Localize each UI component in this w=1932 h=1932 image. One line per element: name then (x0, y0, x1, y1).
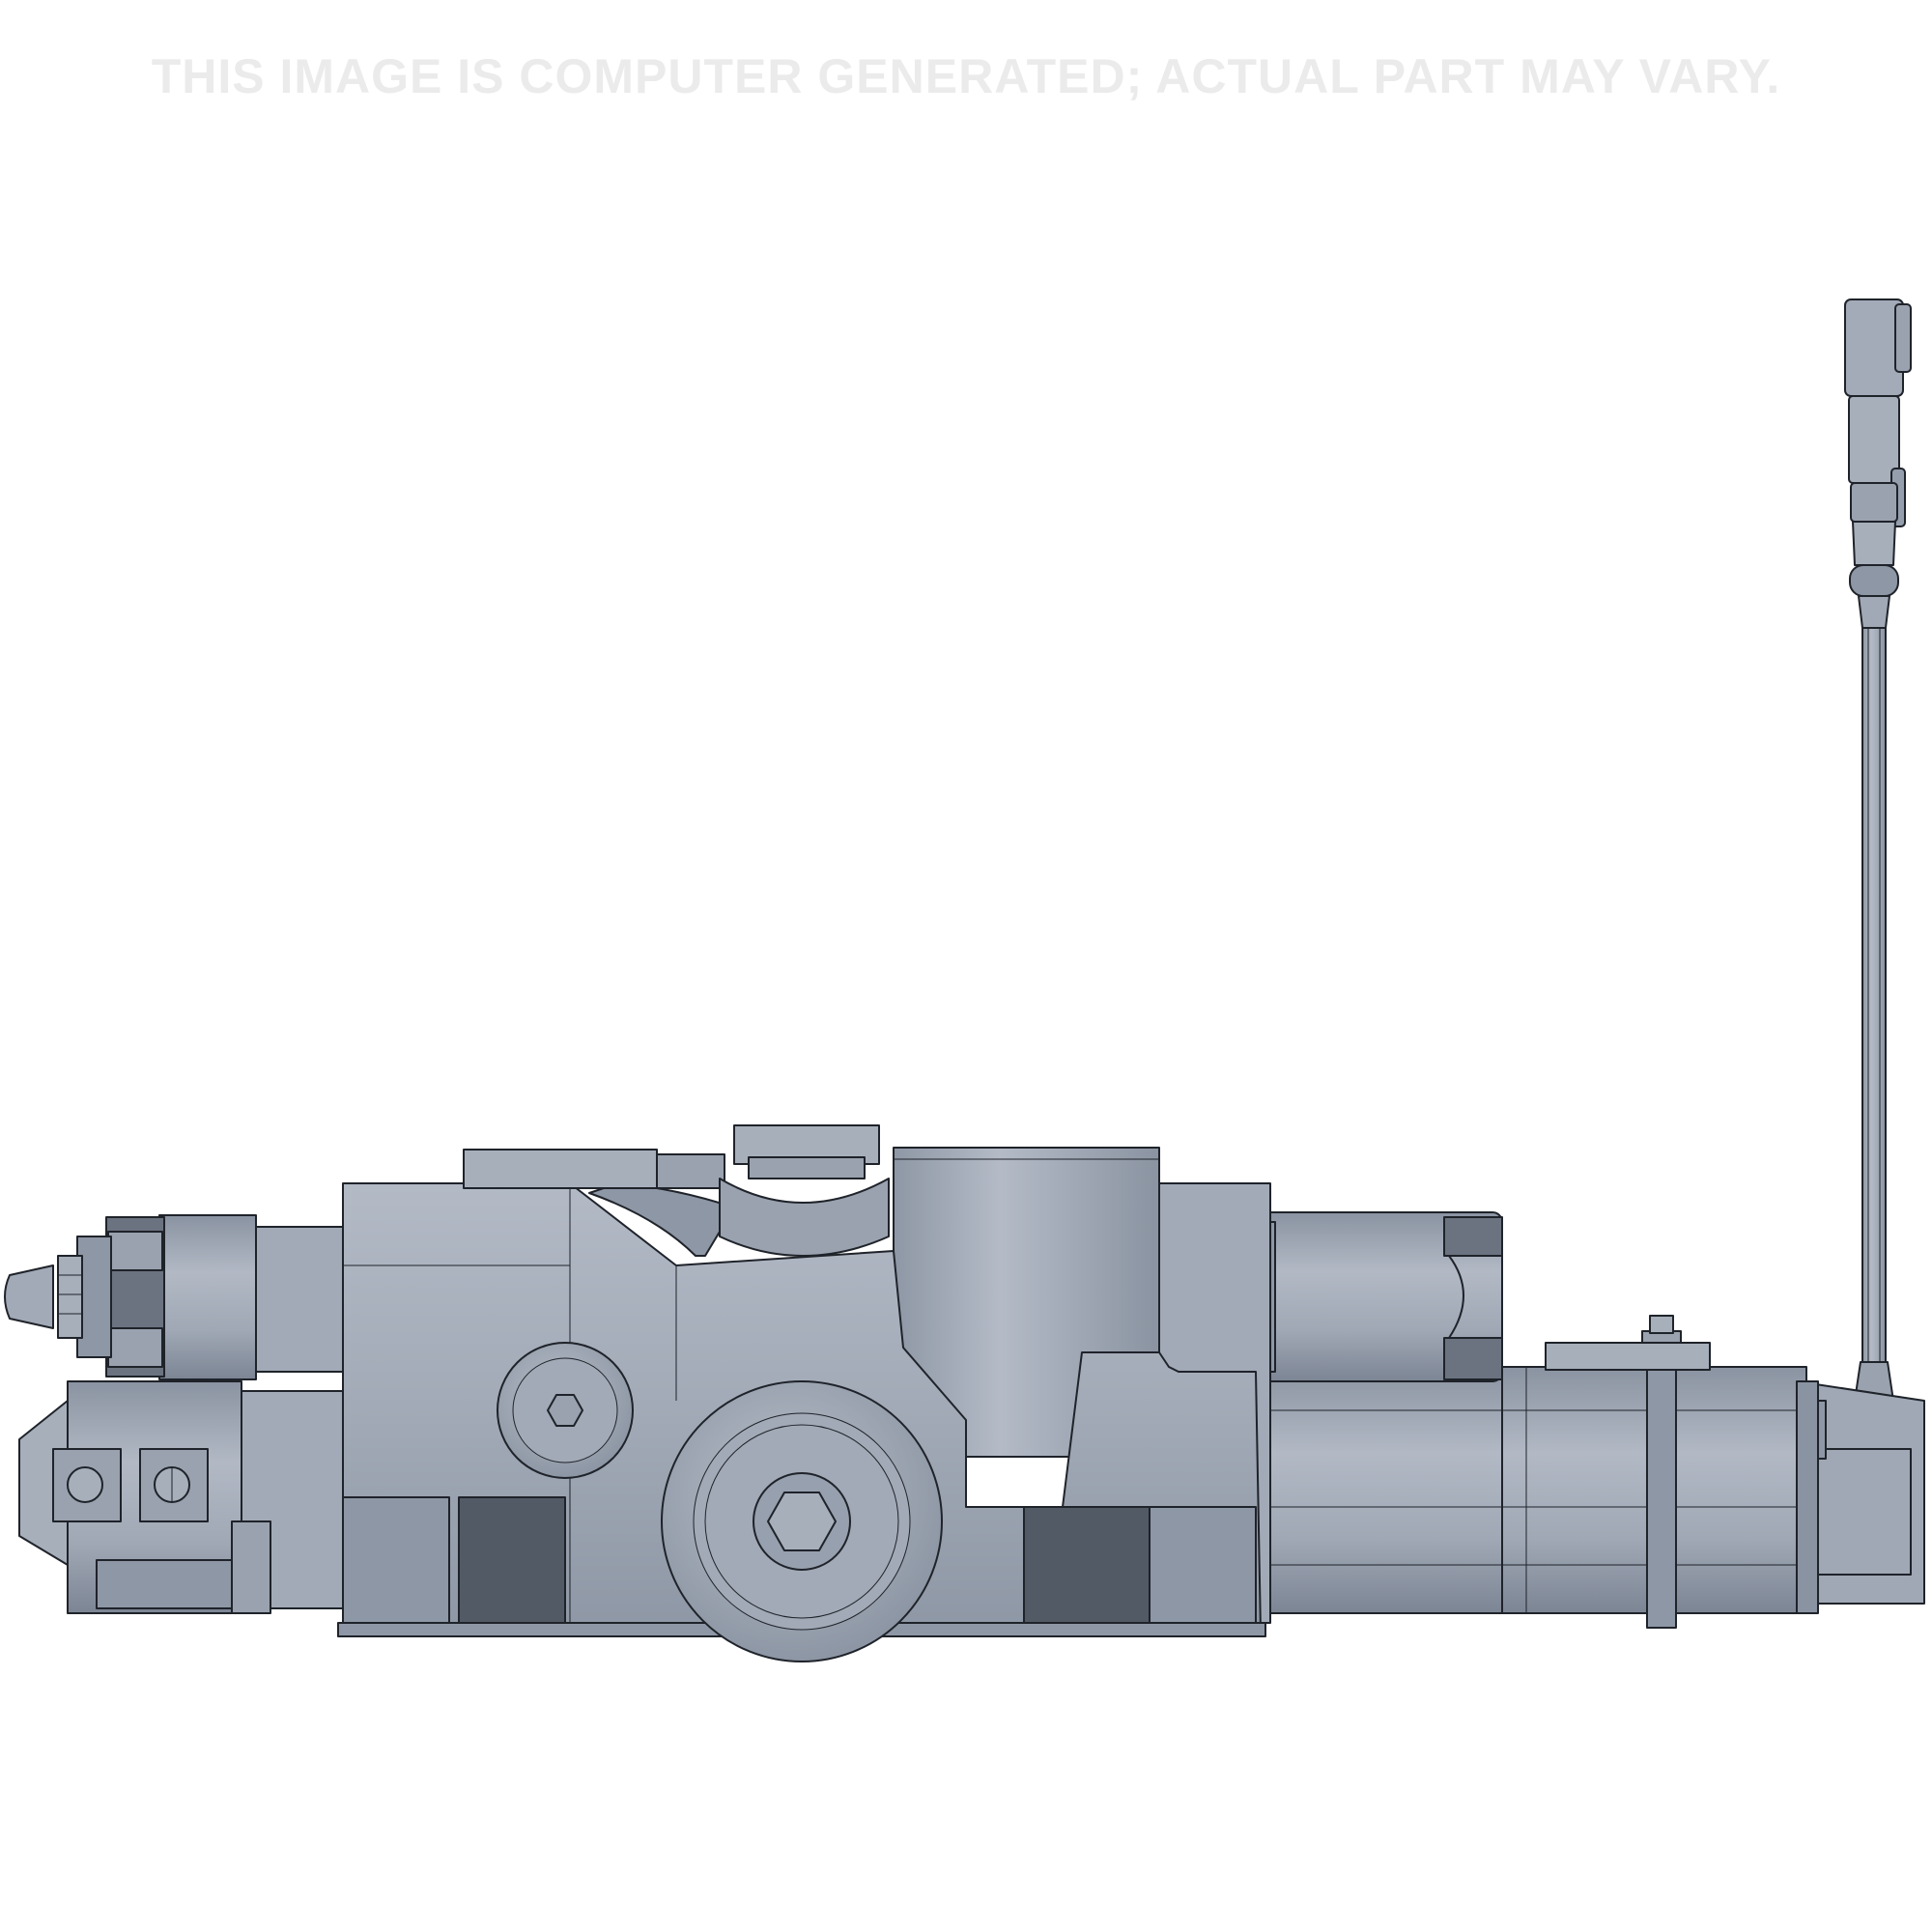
pocket-left (342, 1496, 450, 1634)
pocket-right-shadow (1023, 1506, 1151, 1624)
hex-socket-plug (497, 1342, 634, 1479)
actuator-cylinder (1245, 1315, 1819, 1629)
sensor-cable (1844, 298, 1912, 1402)
center-port-boss (661, 1380, 943, 1662)
hex-plug-top (719, 1124, 890, 1257)
pocket-right (1149, 1506, 1257, 1624)
pocket-left-shadow (458, 1496, 566, 1634)
spool-clevis (18, 1380, 344, 1614)
solenoid-coil (1245, 1211, 1503, 1382)
relief-valve (4, 1214, 344, 1380)
disclaimer-text: THIS IMAGE IS COMPUTER GENERATED; ACTUAL… (151, 49, 1781, 103)
